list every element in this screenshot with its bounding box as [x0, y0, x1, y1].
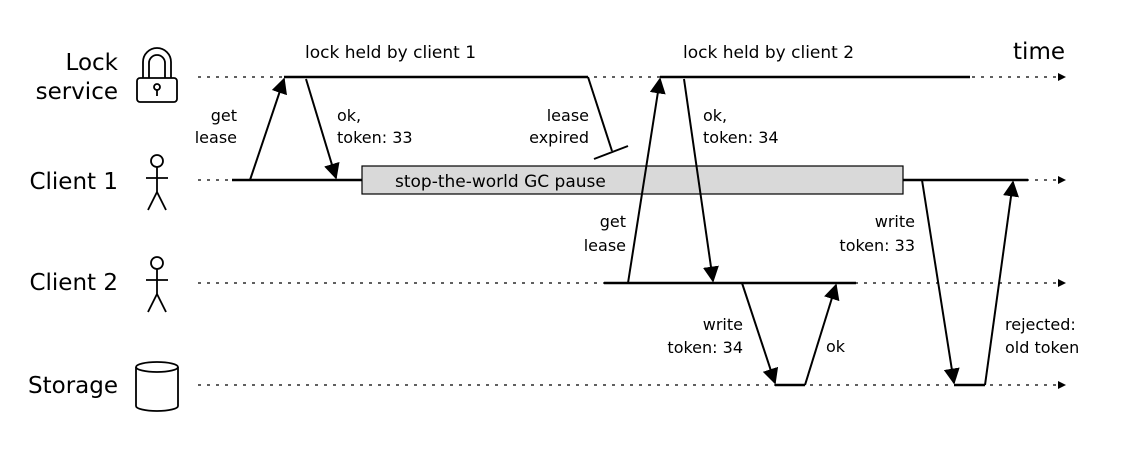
lease-expired-label-line1: lease [547, 106, 589, 125]
client1-ok-label-line1: ok, [337, 106, 361, 125]
client1-write-label-line1: write [875, 212, 915, 231]
client1-get-lease-label-line1: get [211, 106, 237, 125]
lock-service-label-line1: Lock [66, 50, 119, 76]
client1-write-arrow [921, 179, 960, 385]
time-axis-label: time [1013, 39, 1065, 65]
person-icon [146, 256, 168, 313]
person-icon [146, 154, 168, 211]
client2-label: Client 2 [29, 270, 118, 296]
timeline-arrowhead [1058, 381, 1066, 389]
client2-ok-token-arrow [683, 78, 719, 283]
storage-ok-arrow [804, 283, 840, 386]
client2-write-arrow [741, 282, 779, 385]
timeline-arrowhead [1058, 176, 1066, 184]
client1-get-lease-arrow [249, 77, 287, 181]
rejected-label-line2: old token [1005, 338, 1079, 357]
cylinder-database-icon [135, 361, 179, 412]
storage-ok-label: ok [826, 337, 846, 356]
client1-ok-token-arrow [305, 78, 340, 180]
client2-write-label-line2: token: 34 [667, 338, 743, 357]
client1-ok-label-line2: token: 33 [337, 128, 413, 147]
client2-ok-label-line1: ok, [703, 106, 727, 125]
lease-expired-label-line2: expired [529, 128, 589, 147]
gc-pause-label: stop-the-world GC pause [395, 172, 606, 192]
timeline-arrowhead [1058, 73, 1066, 81]
client1-label: Client 1 [29, 169, 118, 195]
padlock-icon [136, 47, 178, 103]
storage-label: Storage [28, 373, 118, 399]
lease-expiry-line [587, 76, 613, 152]
lock-held-client2-label: lock held by client 2 [683, 43, 854, 63]
client2-write-label-line1: write [703, 315, 743, 334]
client2-get-lease-arrow [627, 77, 666, 284]
rejected-label-line1: rejected: [1005, 315, 1076, 334]
client2-get-lease-label-line1: get [600, 212, 626, 231]
client1-get-lease-label-line2: lease [195, 128, 237, 147]
lock-service-label-line2: service [36, 79, 118, 105]
lock-held-client1-label: lock held by client 1 [305, 43, 476, 63]
timeline-arrowhead [1058, 279, 1066, 287]
client2-ok-label-line2: token: 34 [703, 128, 779, 147]
gc-pause-bar [361, 165, 904, 195]
client2-get-lease-label-line2: lease [584, 236, 626, 255]
storage-rejected-arrow [984, 180, 1019, 386]
client1-write-label-line2: token: 33 [839, 236, 915, 255]
lease-expired-cross [593, 145, 629, 160]
